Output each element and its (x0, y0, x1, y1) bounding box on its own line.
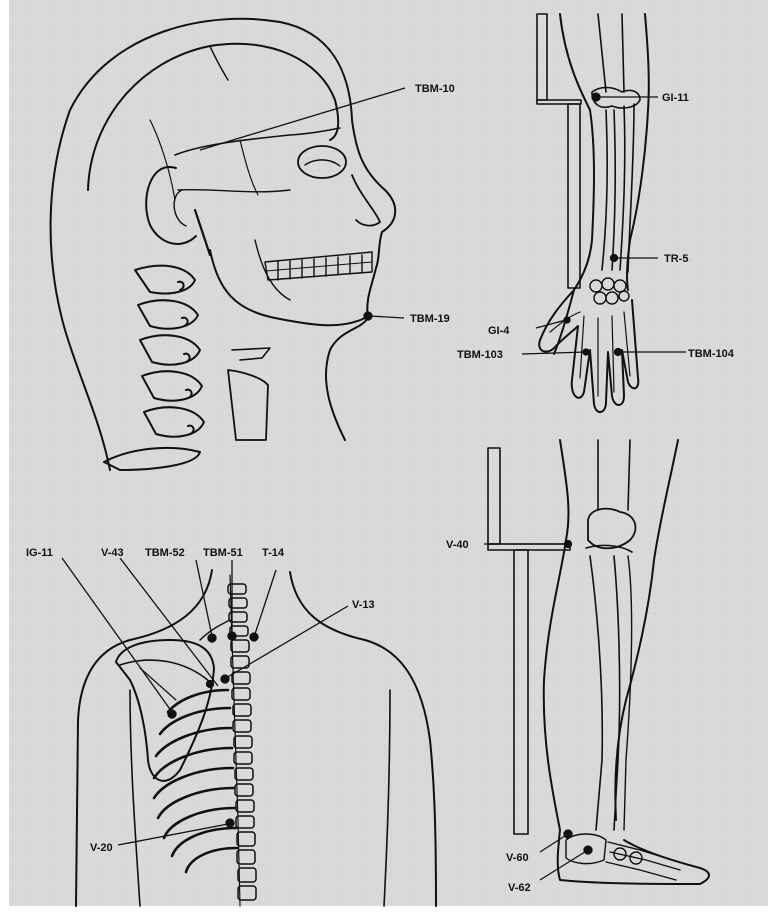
label-ig11: IG-11 (26, 547, 53, 559)
label-tbm51: TBM-51 (203, 547, 243, 559)
label-v40: V-40 (446, 539, 469, 551)
label-tbm19: TBM-19 (410, 313, 450, 325)
point-gi11 (592, 93, 600, 101)
point-t14 (250, 633, 258, 641)
point-tr5 (611, 255, 618, 262)
label-v43: V-43 (101, 547, 124, 559)
point-tbm52 (208, 634, 216, 642)
point-v62 (584, 846, 592, 854)
label-v13: V-13 (352, 599, 375, 611)
label-v20: V-20 (90, 842, 113, 854)
label-tbm104: TBM-104 (688, 348, 735, 360)
point-tbm19 (364, 312, 372, 320)
point-v40 (565, 541, 572, 548)
label-tbm52: TBM-52 (145, 547, 185, 559)
point-tbm103 (583, 349, 589, 355)
label-gi4: GI-4 (488, 325, 510, 337)
point-v60 (564, 830, 572, 838)
label-tr5: TR-5 (664, 253, 688, 265)
point-v43 (207, 681, 214, 688)
point-v13 (221, 675, 229, 683)
point-tbm51 (228, 632, 236, 640)
point-gi4 (564, 317, 570, 323)
label-tbm103: TBM-103 (457, 349, 503, 361)
label-v60: V-60 (506, 852, 529, 864)
label-t14: T-14 (262, 547, 285, 559)
label-gi11: GI-11 (662, 92, 689, 104)
point-ig11 (168, 710, 176, 718)
label-tbm10: TBM-10 (415, 83, 455, 95)
point-tbm104 (615, 349, 622, 356)
label-v62: V-62 (508, 882, 531, 894)
point-v20 (226, 819, 234, 827)
